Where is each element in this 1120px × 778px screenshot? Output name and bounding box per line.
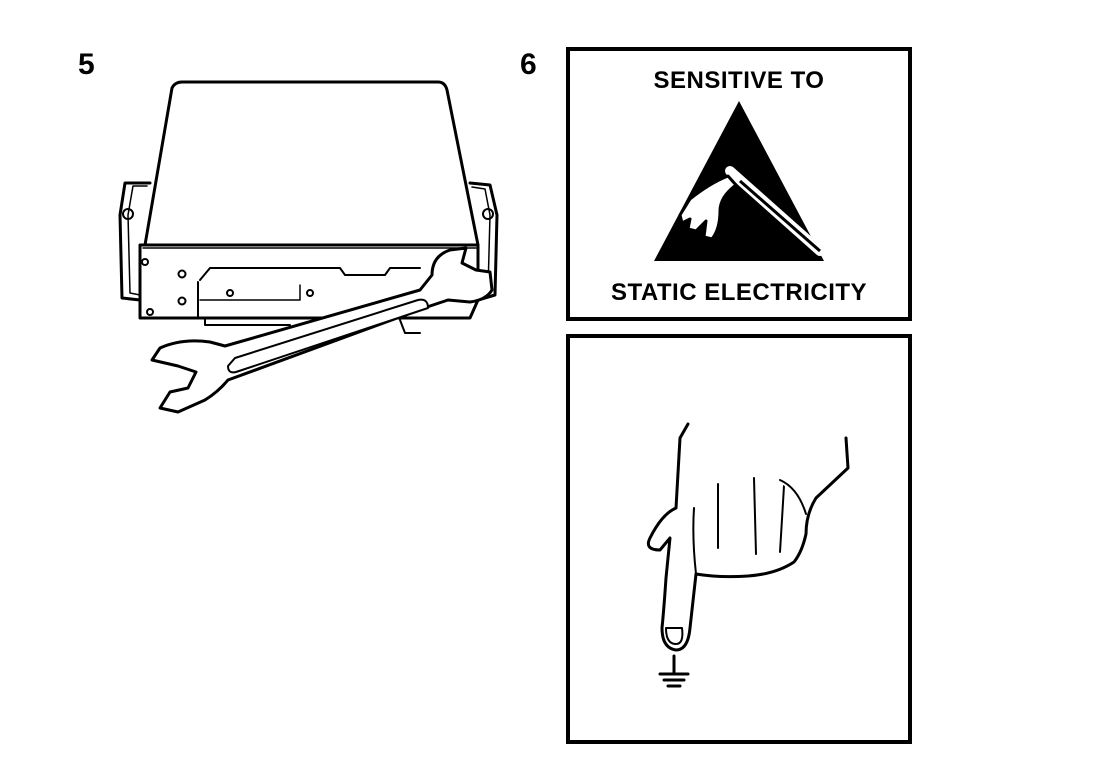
- step-number-6: 6: [520, 48, 537, 81]
- step-number-5: 5: [78, 48, 95, 81]
- grounding-panel: [566, 334, 912, 744]
- sign-line-2: STATIC ELECTRICITY: [610, 279, 868, 306]
- esd-warning-sign: SENSITIVE TO STATIC ELECTRICITY: [566, 47, 912, 321]
- esd-warning-icon: [654, 101, 825, 261]
- grounding-hand-icon: [646, 422, 850, 688]
- sign-line-1: SENSITIVE TO: [653, 67, 825, 94]
